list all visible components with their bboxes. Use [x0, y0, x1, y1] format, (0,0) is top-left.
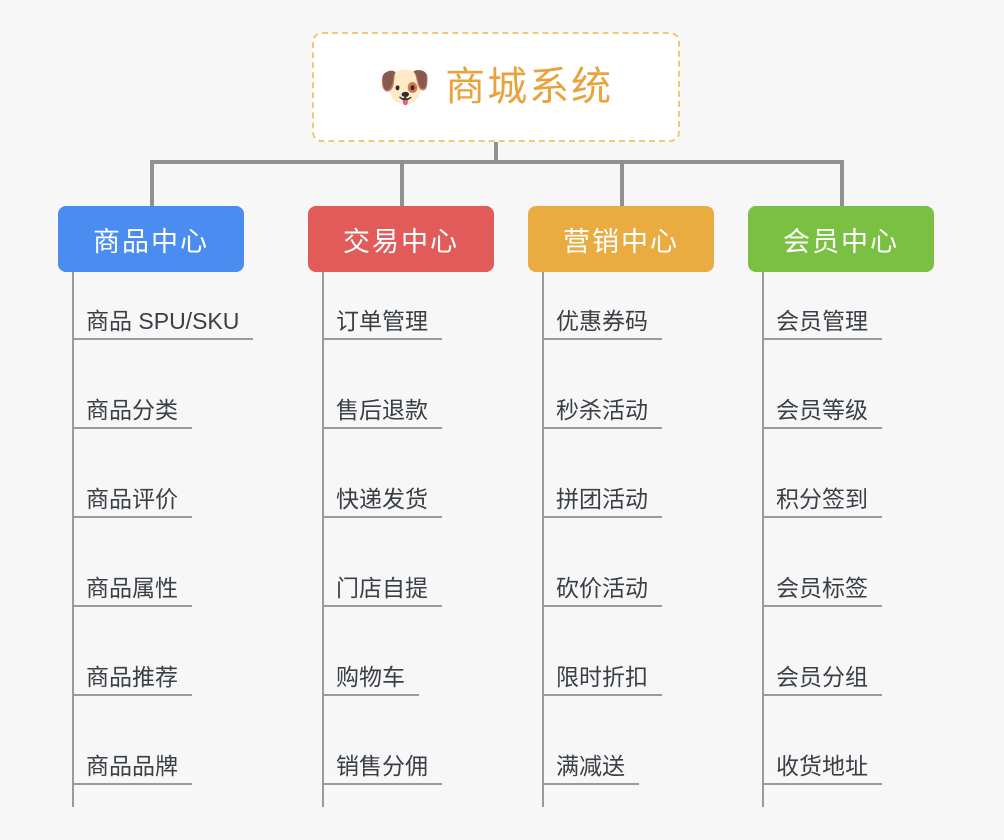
- leaf-item-label: 商品属性: [86, 575, 178, 602]
- leaf-item-label: 会员管理: [776, 308, 868, 335]
- leaf-item[interactable]: 砍价活动: [542, 563, 662, 607]
- leaf-item[interactable]: 满减送: [542, 741, 639, 785]
- category-label-member-center: 会员中心: [783, 226, 899, 257]
- leaf-spine-marketing-center: [542, 272, 544, 807]
- leaf-item[interactable]: 限时折扣: [542, 652, 662, 696]
- leaf-item-label: 秒杀活动: [556, 397, 648, 424]
- leaf-item[interactable]: 商品分类: [72, 385, 192, 429]
- category-label-marketing-center: 营销中心: [563, 226, 679, 257]
- leaf-spine-trade-center: [322, 272, 324, 807]
- leaf-item[interactable]: 拼团活动: [542, 474, 662, 518]
- leaf-spine-product-center: [72, 272, 74, 807]
- root-node-shopping-mall-system[interactable]: 🐶 商城系统: [312, 32, 680, 142]
- root-stem-connector: [494, 142, 498, 164]
- branch-bus-connector: [150, 160, 844, 164]
- leaf-column-trade-center: 订单管理售后退款快递发货门店自提购物车销售分佣: [322, 272, 552, 807]
- leaf-item-label: 购物车: [336, 664, 405, 691]
- leaf-item[interactable]: 商品品牌: [72, 741, 192, 785]
- leaf-item[interactable]: 会员管理: [762, 296, 882, 340]
- leaf-item-label: 商品推荐: [86, 664, 178, 691]
- leaf-item-label: 商品品牌: [86, 753, 178, 780]
- leaf-item-label: 商品分类: [86, 397, 178, 424]
- leaf-item[interactable]: 订单管理: [322, 296, 442, 340]
- leaf-item-label: 收货地址: [776, 753, 868, 780]
- leaf-item-label: 商品 SPU/SKU: [86, 308, 240, 335]
- leaf-item-label: 优惠券码: [556, 308, 648, 335]
- leaf-item[interactable]: 商品评价: [72, 474, 192, 518]
- leaf-item[interactable]: 商品 SPU/SKU: [72, 296, 254, 340]
- leaf-item[interactable]: 积分签到: [762, 474, 882, 518]
- leaf-item-label: 限时折扣: [556, 664, 648, 691]
- leaf-item[interactable]: 商品属性: [72, 563, 192, 607]
- leaf-spine-member-center: [762, 272, 764, 807]
- leaf-column-member-center: 会员管理会员等级积分签到会员标签会员分组收货地址: [762, 272, 992, 807]
- leaf-item[interactable]: 售后退款: [322, 385, 442, 429]
- leaf-item[interactable]: 购物车: [322, 652, 419, 696]
- leaf-item-label: 拼团活动: [556, 486, 648, 513]
- leaf-item[interactable]: 会员等级: [762, 385, 882, 429]
- leaf-item-label: 销售分佣: [336, 753, 428, 780]
- leaf-item-label: 快递发货: [336, 486, 428, 513]
- branch-drop-connector-member-center: [840, 160, 844, 206]
- leaf-item-label: 门店自提: [336, 575, 428, 602]
- category-box-member-center[interactable]: 会员中心: [748, 206, 934, 272]
- branch-drop-connector-trade-center: [400, 160, 404, 206]
- category-box-trade-center[interactable]: 交易中心: [308, 206, 494, 272]
- dog-face-icon: 🐶: [378, 63, 432, 110]
- leaf-item[interactable]: 优惠券码: [542, 296, 662, 340]
- leaf-item-label: 会员等级: [776, 397, 868, 424]
- leaf-item[interactable]: 快递发货: [322, 474, 442, 518]
- leaf-item-label: 积分签到: [776, 486, 868, 513]
- category-box-marketing-center[interactable]: 营销中心: [528, 206, 714, 272]
- branch-drop-connector-product-center: [150, 160, 154, 206]
- category-box-product-center[interactable]: 商品中心: [58, 206, 244, 272]
- category-label-trade-center: 交易中心: [343, 226, 459, 257]
- leaf-item[interactable]: 销售分佣: [322, 741, 442, 785]
- leaf-item[interactable]: 门店自提: [322, 563, 442, 607]
- leaf-item[interactable]: 会员分组: [762, 652, 882, 696]
- leaf-item-label: 砍价活动: [556, 575, 648, 602]
- leaf-item-label: 订单管理: [336, 308, 428, 335]
- leaf-item[interactable]: 商品推荐: [72, 652, 192, 696]
- leaf-item-label: 满减送: [556, 753, 625, 780]
- leaf-item[interactable]: 收货地址: [762, 741, 882, 785]
- leaf-item[interactable]: 会员标签: [762, 563, 882, 607]
- category-label-product-center: 商品中心: [93, 226, 209, 257]
- leaf-item-label: 会员标签: [776, 575, 868, 602]
- leaf-item-label: 售后退款: [336, 397, 428, 424]
- leaf-item-label: 商品评价: [86, 486, 178, 513]
- leaf-item-label: 会员分组: [776, 664, 868, 691]
- leaf-column-product-center: 商品 SPU/SKU 商品分类商品评价商品属性商品推荐商品品牌: [72, 272, 302, 807]
- leaf-column-marketing-center: 优惠券码秒杀活动拼团活动砍价活动限时折扣满减送: [542, 272, 772, 807]
- root-node-label: 商城系统: [445, 65, 614, 109]
- branch-drop-connector-marketing-center: [620, 160, 624, 206]
- leaf-item[interactable]: 秒杀活动: [542, 385, 662, 429]
